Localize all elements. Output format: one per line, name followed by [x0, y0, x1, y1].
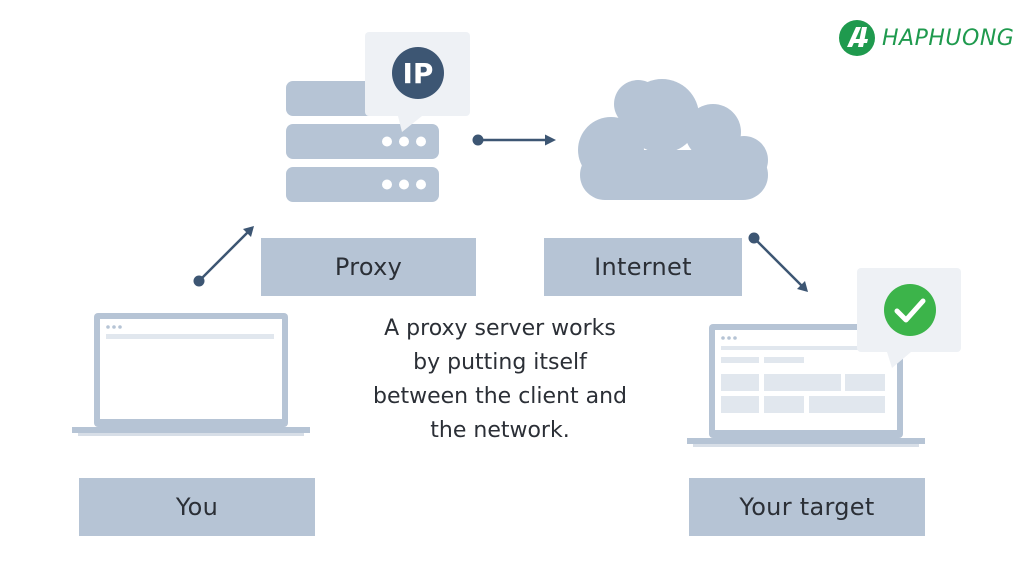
- brand-logo-icon: [839, 20, 875, 56]
- target-label-box: Your target: [689, 478, 925, 536]
- arrow-internet-to-target: [748, 232, 808, 292]
- arrow-proxy-to-internet: [472, 134, 556, 146]
- caption-line: between the client and: [372, 384, 628, 409]
- ip-badge-text: IP: [403, 57, 434, 90]
- caption-line: the network.: [430, 418, 570, 443]
- laptop-you-icon: [72, 313, 310, 436]
- caption-line: by putting itself: [413, 350, 587, 375]
- laptop-target-icon: [687, 324, 925, 447]
- diagram-caption: A proxy server works by putting itself b…: [355, 312, 645, 448]
- cloud-icon: [578, 79, 768, 200]
- internet-label-box: Internet: [544, 238, 742, 296]
- arrow-you-to-proxy: [193, 226, 254, 287]
- ip-bubble-icon: IP: [365, 32, 470, 132]
- proxy-label-box: Proxy: [261, 238, 476, 296]
- internet-label: Internet: [594, 253, 692, 281]
- brand-logo-text: HAPHUONG: [882, 25, 1015, 51]
- brand-logo: HAPHUONG: [838, 18, 1014, 58]
- check-bubble-icon: [857, 268, 961, 368]
- proxy-label: Proxy: [334, 253, 403, 281]
- target-label: Your target: [739, 493, 875, 521]
- you-label: You: [175, 493, 219, 521]
- you-label-box: You: [79, 478, 315, 536]
- caption-line: A proxy server works: [384, 316, 616, 341]
